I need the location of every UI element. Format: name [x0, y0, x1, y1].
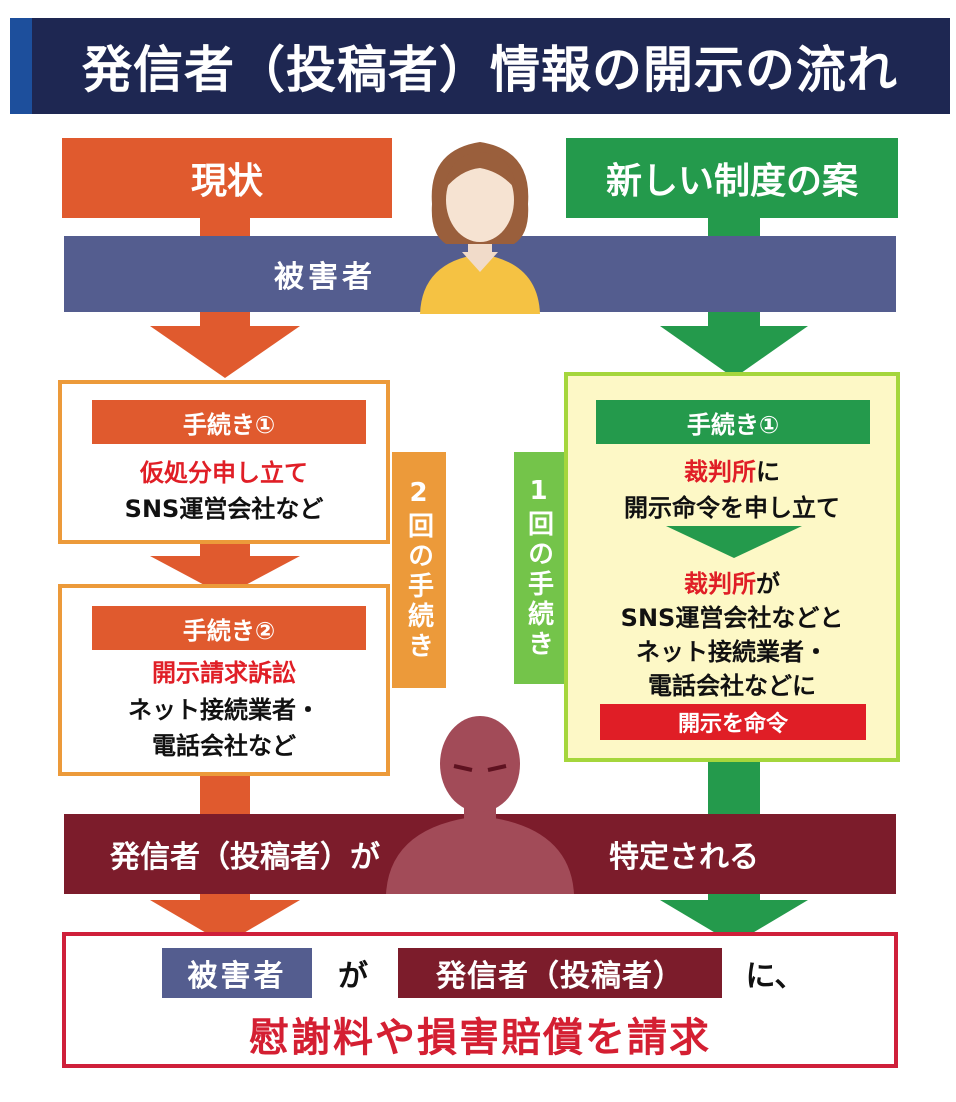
- right-line3: 裁判所が: [568, 564, 896, 598]
- two-steps-tag: 2回の手続き: [392, 452, 446, 688]
- poster-silhouette-icon: [386, 716, 574, 894]
- right-line2: 開示命令を申し立て: [624, 493, 840, 522]
- left-stem-2: [200, 544, 250, 558]
- title-accent: [10, 18, 32, 114]
- poster-band-left-text: 発信者（投稿者）が: [110, 840, 380, 875]
- right-arrow-2: [660, 900, 808, 944]
- bottom-ga-particle: が: [338, 959, 368, 994]
- left-step1-action: 仮処分申し立て: [140, 458, 308, 487]
- one-step-tag: 1回の手続き: [514, 452, 564, 684]
- right-inner-arrow-icon: [666, 526, 802, 558]
- current-system-header: 現状: [62, 138, 392, 218]
- right-line5: ネット接続業者・: [636, 637, 828, 666]
- left-arrow-2: [150, 556, 300, 596]
- page-title: 発信者（投稿者）情報の開示の流れ: [82, 41, 898, 99]
- victim-figure-icon: [420, 142, 540, 314]
- right-step-header: 手続き①: [596, 400, 870, 444]
- poster-band-right-text: 特定される: [609, 840, 759, 875]
- left-step2-action: 開示請求訴訟: [152, 658, 296, 687]
- new-system-header: 新しい制度の案: [566, 138, 898, 218]
- disclosure-order-badge: 開示を命令: [600, 704, 866, 740]
- left-step2-target-line2: 電話会社など: [152, 731, 296, 760]
- left-step1-header: 手続き①: [92, 400, 366, 444]
- left-step2-header: 手続き②: [92, 606, 366, 650]
- right-line3-court: 裁判所: [684, 569, 756, 598]
- bottom-ni-particle: に、: [745, 959, 805, 994]
- right-line6: 電話会社などに: [648, 671, 816, 700]
- left-arrow-3: [150, 900, 300, 944]
- victim-label: 被害者: [274, 260, 376, 295]
- left-step2-target-line1: ネット接続業者・: [128, 695, 320, 724]
- right-line3-particle: が: [756, 569, 780, 598]
- claim-text: 慰謝料や損害賠償を請求: [249, 1015, 711, 1061]
- bottom-poster-chip: 発信者（投稿者）: [398, 948, 722, 998]
- left-arrow-1: [150, 326, 300, 378]
- right-line1-particle: に: [756, 457, 780, 486]
- right-line1-court: 裁判所: [684, 457, 756, 486]
- right-line1: 裁判所に: [568, 452, 896, 486]
- right-arrow-1: [660, 326, 808, 378]
- title-bar: [10, 18, 950, 114]
- bottom-victim-chip: 被害者: [162, 948, 312, 998]
- left-step1-target: SNS運営会社など: [124, 494, 324, 523]
- right-line4: SNS運営会社などと: [620, 603, 844, 632]
